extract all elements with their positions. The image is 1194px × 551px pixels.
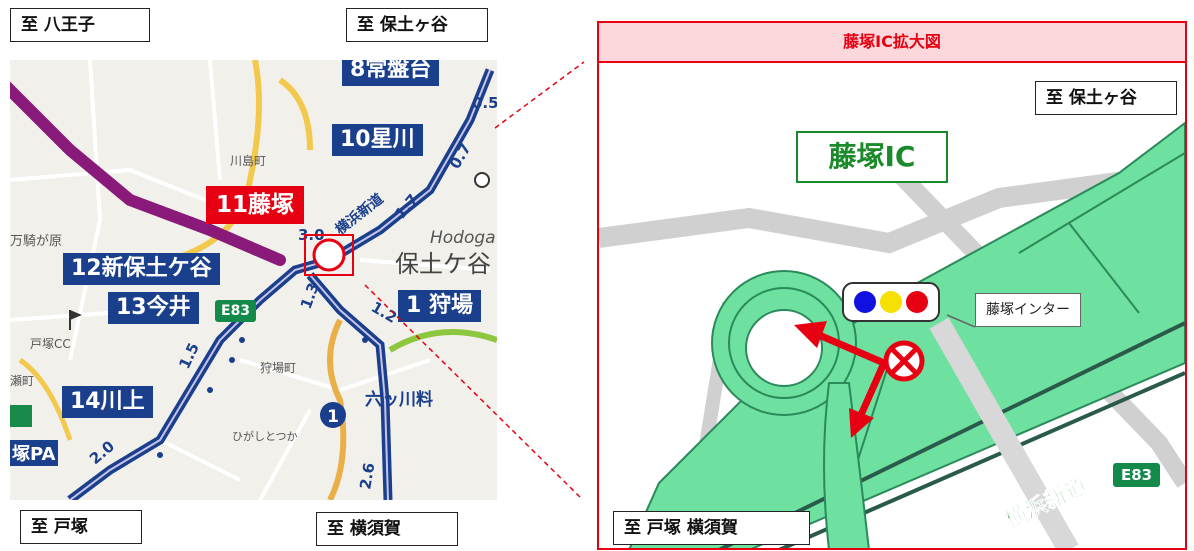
closed-mark-icon (883, 340, 925, 382)
direction-totsuka: 至 戸塚 (20, 510, 142, 544)
route-badge-e83-zoom: E83 (1113, 463, 1161, 487)
distance-label: 1.2 (368, 298, 400, 327)
signal-light (854, 291, 876, 313)
signal-light (880, 291, 902, 313)
ic-highlight-circle (312, 238, 346, 272)
place-name: Hodoga (430, 228, 496, 248)
ic-label-fujizuka: 11藤塚 (206, 186, 305, 224)
traffic-signal-icon (842, 282, 940, 322)
ic-label-imai: 13今井 (108, 292, 199, 324)
ic-highlight-box (304, 234, 354, 276)
place-name: 狩場町 (260, 360, 296, 375)
place-name: 瀬町 (10, 374, 34, 388)
ic-label-hoshikawa: 10星川 (332, 124, 423, 156)
distance-label: 0.7 (446, 140, 475, 172)
interchange-callout: 藤塚インター (975, 293, 1081, 327)
place-name: 万騎が原 (10, 234, 62, 249)
route-badge-e83: E83 (215, 300, 257, 322)
pa-label: 塚PA (12, 444, 56, 465)
zoom-panel-title: 藤塚IC拡大図 (599, 23, 1185, 63)
ic-label-tokiwadai: 8常盤台 (342, 60, 440, 86)
left-map: 1 0.5 0.7 1.7 3.0 1.3 1.2 1.5 2.0 2.6 横浜… (10, 60, 497, 500)
distance-label: 0.5 (472, 94, 497, 112)
ic-name-box: 藤塚IC (796, 131, 948, 183)
place-name: ひがしとつか (232, 429, 298, 443)
distance-label: 2.6 (356, 461, 378, 490)
ic-label-kawakami: 14川上 (62, 386, 153, 418)
direction-hachioji: 至 八王子 (10, 8, 150, 42)
direction-hodogaya-zoom: 至 保土ヶ谷 (1035, 81, 1177, 115)
route-1-shield (320, 402, 346, 428)
ramp-direction-arrows (794, 321, 888, 438)
direction-hodogaya-left: 至 保土ヶ谷 (346, 8, 488, 42)
place-name: 保土ケ谷 (395, 250, 491, 278)
zoom-panel: 藤塚IC拡大図 (597, 21, 1187, 550)
zoom-map-canvas: 横浜新道 (599, 121, 1185, 548)
ic-label-kariba: 1 狩場 (398, 290, 481, 322)
golf-flag-icon (69, 310, 82, 330)
ic-label-shinhodogaya: 12新保土ケ谷 (63, 253, 220, 285)
place-name: 戸塚CC (30, 337, 71, 351)
direction-totsuka-yokosuka-zoom: 至 戸塚 横須賀 (613, 511, 810, 545)
place-name: 川島町 (230, 153, 266, 168)
signal-light (906, 291, 928, 313)
parking-area-icon (10, 405, 32, 427)
route-1-number: 1 (327, 407, 339, 427)
place-name: 六ッ川料 (365, 389, 433, 410)
direction-yokosuka: 至 横須賀 (316, 512, 458, 546)
